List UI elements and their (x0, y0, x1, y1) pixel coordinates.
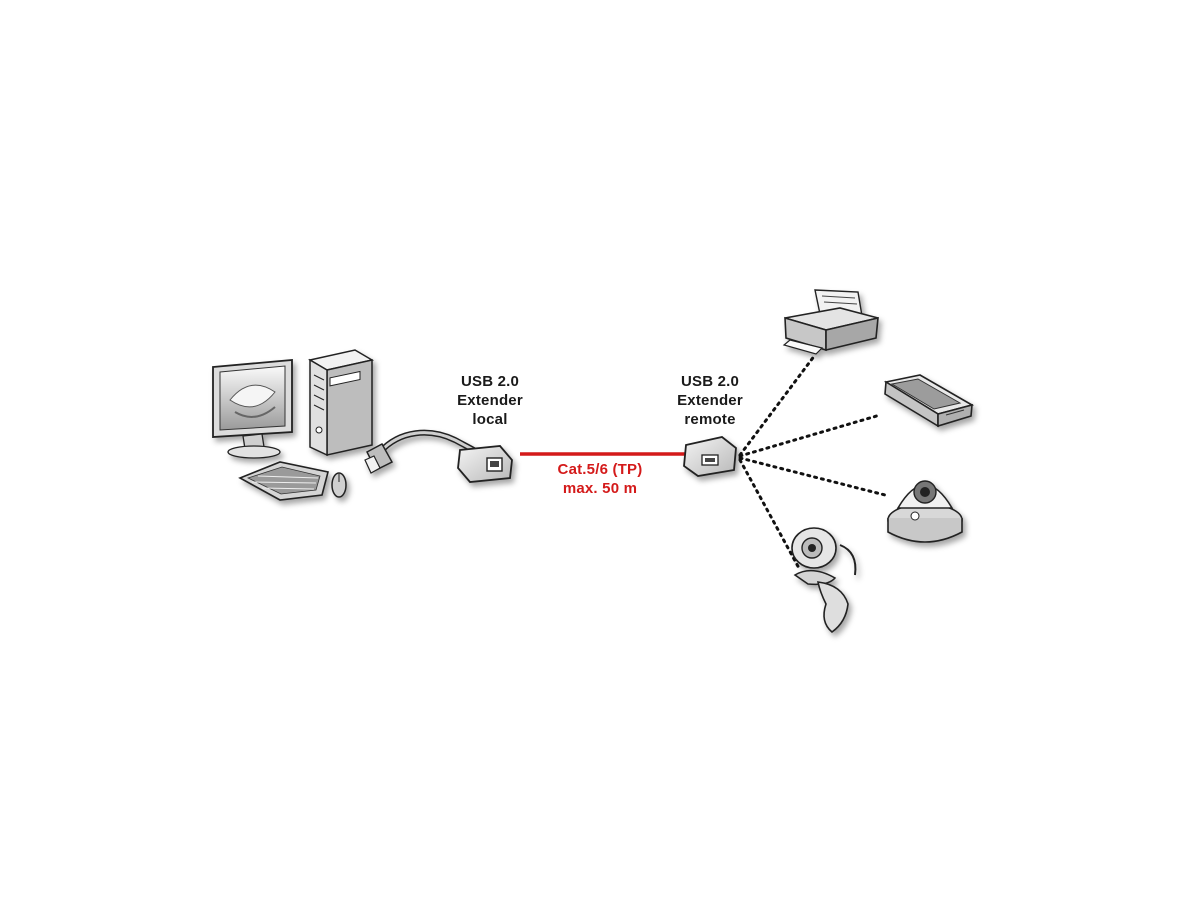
extender-remote-label-line1: USB 2.0 (680, 373, 740, 390)
extender-remote-label: USB 2.0 Extender remote (660, 372, 760, 429)
extender-remote-icon (683, 436, 737, 477)
webcam-icon (791, 527, 857, 634)
computer-icon (212, 349, 375, 501)
extender-local-icon (457, 445, 513, 483)
cable-spec-label: Cat.5/6 (TP) max. 50 m (525, 460, 675, 498)
extender-local-label-line2: Extender (457, 392, 523, 409)
extender-remote-label-line2: Extender (677, 392, 743, 409)
monitor-icon (212, 359, 293, 459)
dome-camera-icon (887, 480, 963, 543)
tower-icon (307, 349, 375, 457)
extender-local-label: USB 2.0 Extender local (440, 372, 540, 429)
scanner-icon (883, 374, 975, 428)
extender-remote-label-line3: remote (684, 411, 736, 428)
keyboard-icon (238, 461, 329, 501)
extender-local-label-line1: USB 2.0 (460, 373, 520, 390)
dotted-connections (738, 353, 887, 572)
extender-local-label-line3: local (472, 411, 508, 428)
printer-icon (782, 289, 879, 355)
cable-type-text: Cat.5/6 (TP) (557, 461, 643, 478)
mouse-icon (331, 472, 347, 498)
usb-plug-icon (364, 442, 394, 474)
cable-length-text: max. 50 m (562, 480, 638, 497)
